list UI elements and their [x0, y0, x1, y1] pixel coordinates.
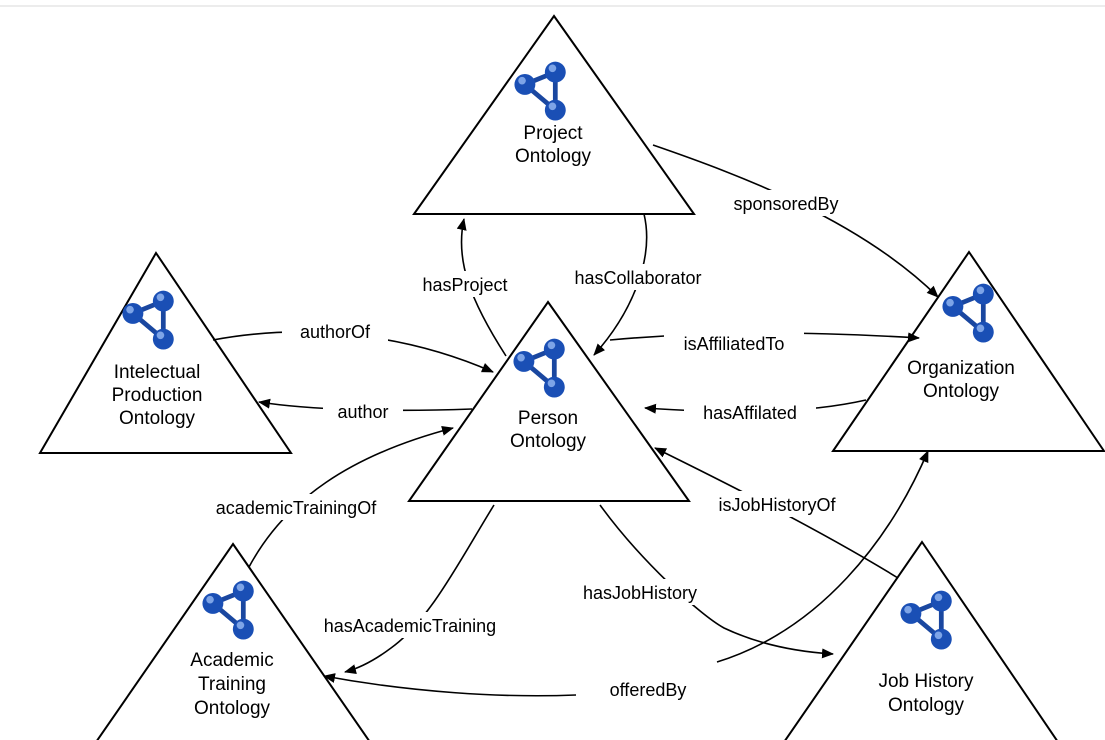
svg-text:hasCollaborator: hasCollaborator — [574, 268, 701, 288]
project-ontology-label-2: Ontology — [515, 146, 592, 167]
svg-text:offeredBy: offeredBy — [610, 680, 687, 700]
job-history-label-2: Ontology — [888, 695, 965, 716]
label-isJobHistoryOf: isJobHistoryOf — [696, 491, 858, 517]
svg-text:author: author — [337, 402, 388, 422]
intelectual-label-2: Production — [112, 385, 203, 406]
svg-text:isJobHistoryOf: isJobHistoryOf — [718, 495, 836, 515]
label-academicTrainingOf: academicTrainingOf — [193, 494, 399, 520]
academic-label-1: Academic — [190, 650, 273, 671]
svg-text:hasAcademicTraining: hasAcademicTraining — [324, 616, 496, 636]
edge-academicTrainingOf — [248, 425, 454, 568]
person-ontology-label-2: Ontology — [510, 431, 587, 452]
label-hasJobHistory: hasJobHistory — [562, 579, 718, 605]
job-history-label-1: Job History — [878, 671, 974, 692]
label-offeredBy: offeredBy — [588, 676, 708, 702]
intelectual-production-ontology-node: Intelectual Production Ontology — [38, 251, 293, 454]
label-hasAffilated: hasAffilated — [684, 399, 816, 425]
label-hasAcademicTraining: hasAcademicTraining — [300, 612, 522, 638]
edge-offeredBy-right — [716, 450, 929, 663]
svg-text:isAffiliatedTo: isAffiliatedTo — [684, 334, 785, 354]
edge-offeredBy-left — [323, 673, 577, 697]
academic-label-2: Training — [198, 674, 266, 695]
intelectual-label-3: Ontology — [119, 408, 196, 429]
intelectual-label-1: Intelectual — [114, 362, 201, 383]
label-authorOf: authorOf — [282, 318, 388, 344]
svg-text:sponsoredBy: sponsoredBy — [733, 194, 838, 214]
person-ontology-node: Person Ontology — [407, 300, 691, 502]
job-history-ontology-node: Job History Ontology — [784, 540, 1058, 740]
edge-hasAcademicTraining — [344, 504, 495, 674]
organization-ontology-label-2: Ontology — [923, 381, 1000, 402]
svg-text:hasAffilated: hasAffilated — [703, 403, 797, 423]
academic-training-ontology-node: Academic Training Ontology — [96, 542, 370, 740]
label-sponsoredBy: sponsoredBy — [714, 190, 856, 216]
project-ontology-node: Project Ontology — [412, 14, 696, 215]
label-author: author — [323, 398, 403, 424]
project-ontology-label-1: Project — [523, 123, 583, 144]
svg-text:hasJobHistory: hasJobHistory — [583, 583, 697, 603]
organization-ontology-node: Organization Ontology — [831, 250, 1105, 452]
label-hasCollaborator: hasCollaborator — [553, 264, 721, 290]
svg-text:hasProject: hasProject — [422, 275, 507, 295]
label-isAffiliatedTo: isAffiliatedTo — [664, 330, 804, 356]
person-ontology-label-1: Person — [518, 408, 578, 429]
svg-text:academicTrainingOf: academicTrainingOf — [216, 498, 377, 518]
edge-hasJobHistory — [599, 504, 834, 659]
label-hasProject: hasProject — [404, 271, 526, 297]
organization-ontology-label-1: Organization — [907, 358, 1015, 379]
academic-label-3: Ontology — [194, 698, 271, 719]
svg-text:authorOf: authorOf — [300, 322, 371, 342]
